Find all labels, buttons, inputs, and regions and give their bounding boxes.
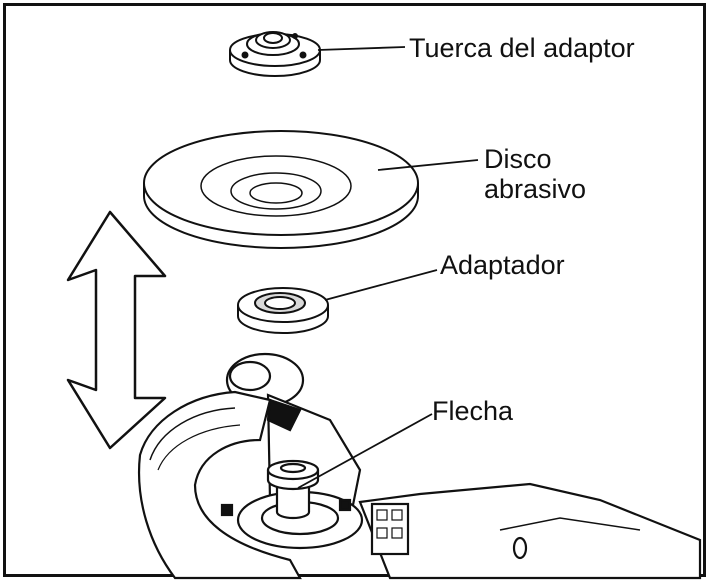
leader-line-adapter — [324, 269, 438, 301]
adapter-part — [237, 287, 329, 334]
label-disc-line2: abrasivo — [484, 174, 586, 204]
adapter-nut-part — [229, 31, 321, 77]
leader-line-shaft — [297, 413, 433, 489]
label-adapter: Adaptador — [440, 250, 565, 280]
diagram-frame — [3, 3, 706, 577]
label-adapter-nut: Tuerca del adaptor — [409, 33, 635, 63]
leader-lines — [297, 46, 479, 489]
up-down-arrow-icon — [66, 210, 167, 450]
grinder-tool — [138, 352, 702, 580]
abrasive-disc-part — [143, 130, 419, 249]
leader-line-adapter-nut — [317, 46, 406, 51]
label-disc-line1: Disco — [484, 144, 552, 174]
label-shaft: Flecha — [432, 396, 514, 426]
leader-line-disc — [377, 159, 479, 171]
